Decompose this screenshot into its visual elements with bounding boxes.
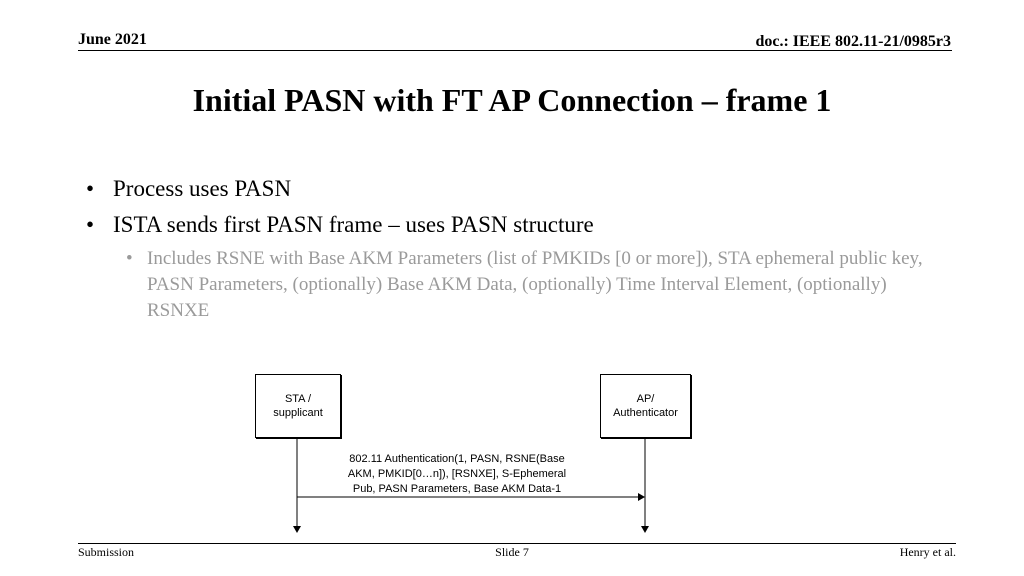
header-divider — [78, 50, 952, 51]
bullet-item: • Process uses PASN — [86, 171, 936, 207]
message-label: 802.11 Authentication(1, PASN, RSNE(Base… — [347, 453, 567, 495]
message-arrowhead — [638, 493, 645, 501]
header-doc-id: doc.: IEEE 802.11-21/0985r3 — [755, 33, 951, 50]
bullet-text: Process uses PASN — [113, 176, 292, 201]
bullet-text: ISTA sends first PASN frame – uses PASN … — [113, 212, 594, 237]
sub-bullet-text: Includes RSNE with Base AKM Parameters (… — [147, 248, 923, 321]
slide-title: Initial PASN with FT AP Connection – fra… — [192, 82, 832, 118]
footer-slide-number: Slide 7 — [495, 545, 529, 559]
footer-submission: Submission — [78, 545, 135, 559]
sta-supplicant-box: STA / supplicant — [255, 374, 341, 438]
bullet-dot-icon: • — [126, 248, 133, 269]
ap-authenticator-box: AP/ Authenticator — [600, 374, 691, 438]
header-date: June 2021 — [78, 31, 147, 48]
bullet-dot-icon: • — [86, 212, 95, 237]
bullet-item: • ISTA sends first PASN frame – uses PAS… — [86, 207, 936, 243]
sub-bullet-item: • Includes RSNE with Base AKM Parameters… — [86, 246, 936, 324]
bullet-dot-icon: • — [86, 176, 95, 201]
bullet-list: • Process uses PASN • ISTA sends first P… — [86, 171, 936, 324]
footer-divider — [78, 543, 956, 544]
ap-lifeline-arrowhead — [641, 526, 649, 533]
footer-authors: Henry et al. — [899, 545, 956, 559]
sta-lifeline-arrowhead — [293, 526, 301, 533]
